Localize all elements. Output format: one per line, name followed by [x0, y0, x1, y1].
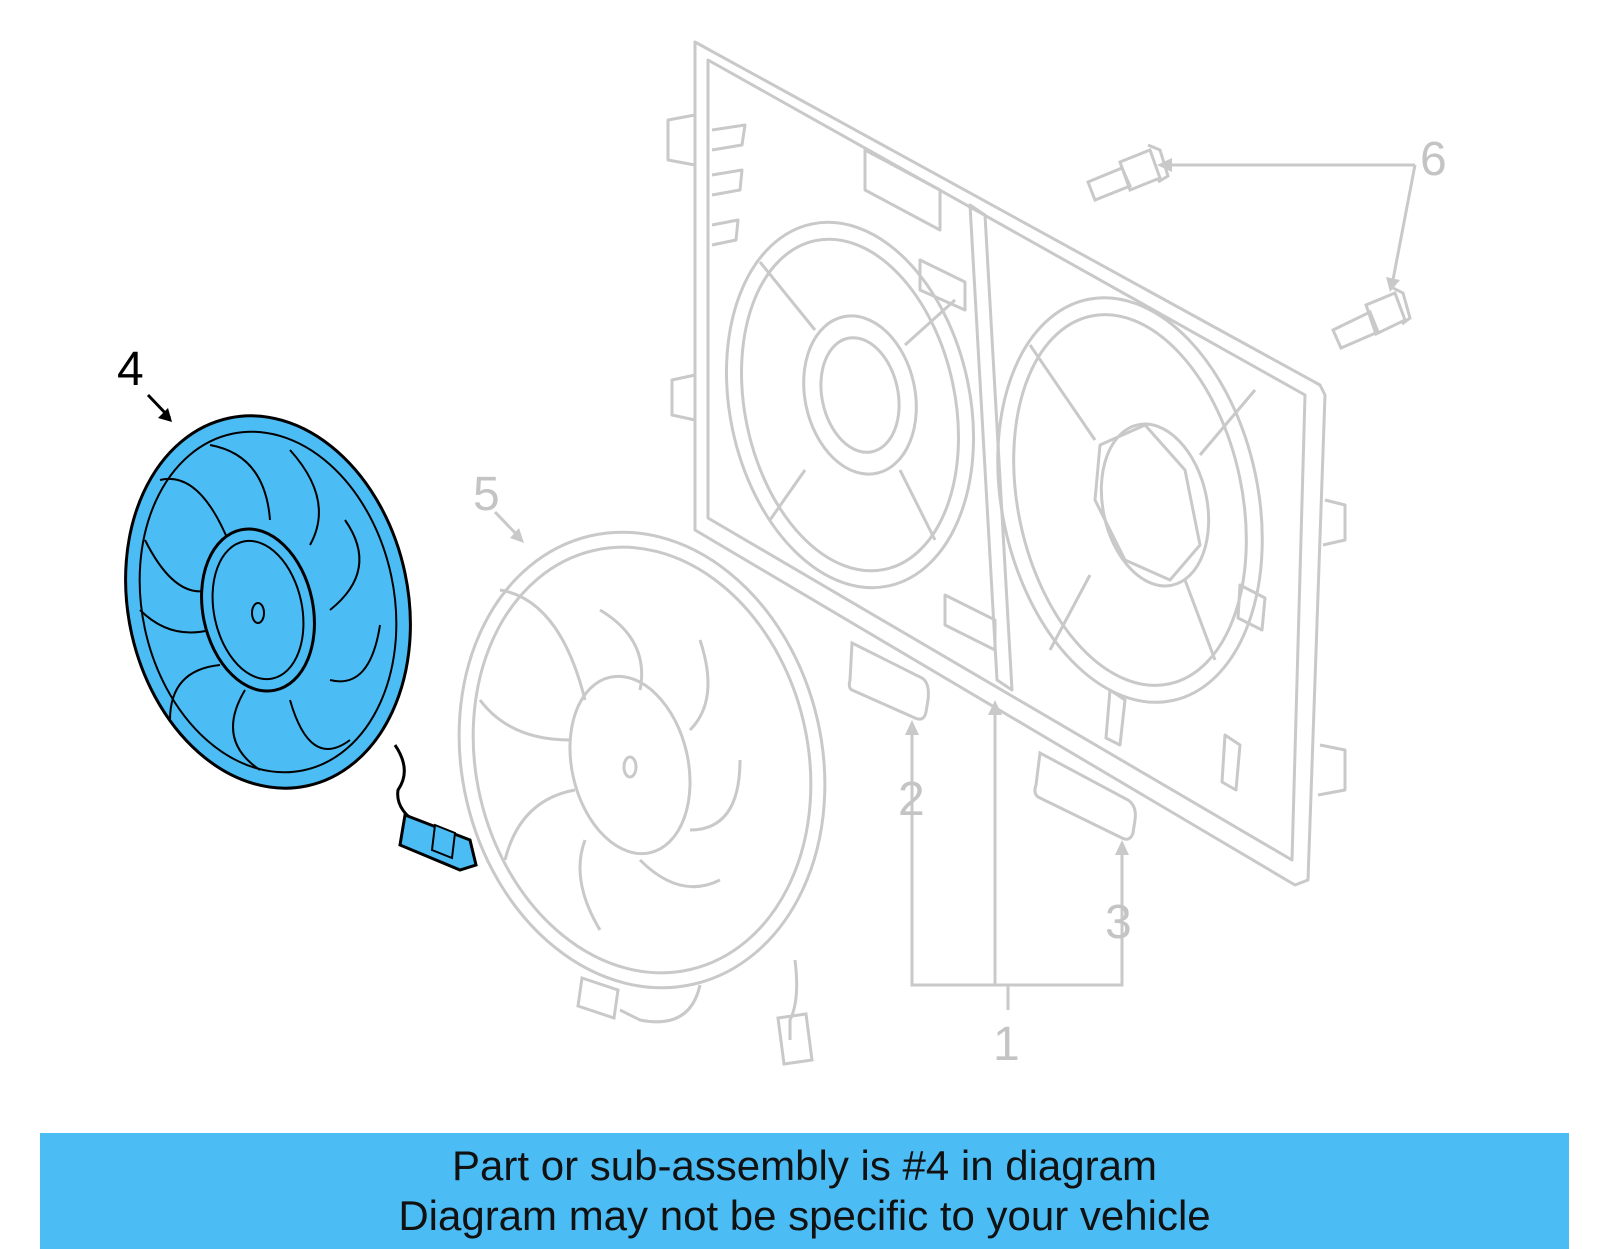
- bracket-part-2[interactable]: [847, 640, 930, 721]
- fan-motor-part-4-highlighted[interactable]: [92, 389, 478, 872]
- fan-shroud-part-1[interactable]: [666, 40, 1347, 887]
- callout-6: 6: [1420, 133, 1447, 186]
- callout-4: 4: [117, 343, 144, 396]
- callout-2: 2: [898, 773, 925, 826]
- callout-5: 5: [473, 468, 500, 521]
- fan-motor-part-5[interactable]: [415, 495, 869, 1066]
- info-banner: Part or sub-assembly is #4 in diagram Di…: [40, 1133, 1569, 1249]
- bracket-part-3[interactable]: [1033, 750, 1137, 841]
- leader-lines: [146, 158, 1417, 1010]
- banner-line-2: Diagram may not be specific to your vehi…: [398, 1192, 1211, 1239]
- callout-3: 3: [1105, 896, 1132, 949]
- banner-line-1: Part or sub-assembly is #4 in diagram: [452, 1142, 1157, 1189]
- bolt-part-6[interactable]: [1086, 143, 1412, 350]
- callout-1: 1: [993, 1018, 1020, 1071]
